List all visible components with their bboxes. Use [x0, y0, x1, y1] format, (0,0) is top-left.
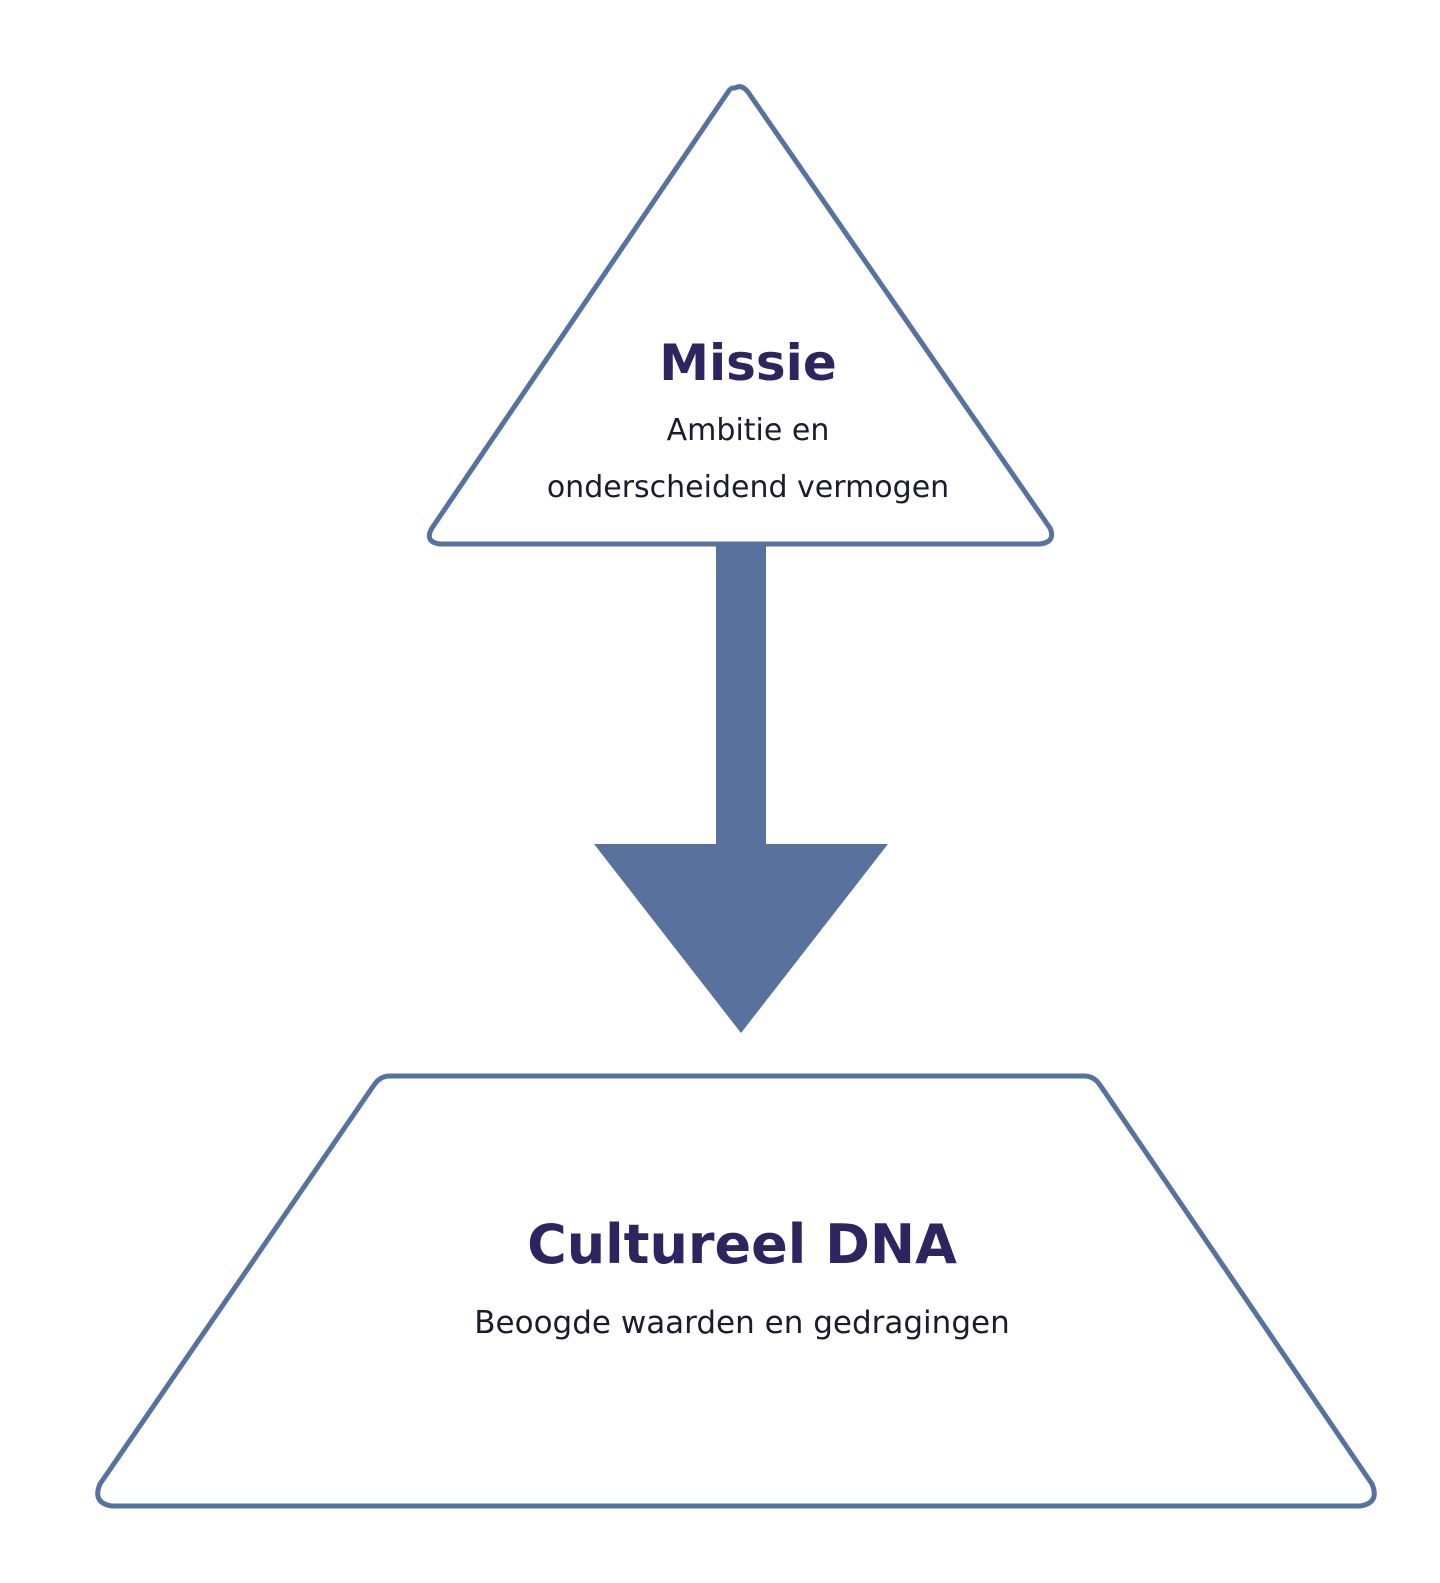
cultureel-dna-subtitle: Beoogde waarden en gedragingen	[474, 1305, 1009, 1341]
arrow-head	[594, 844, 888, 1033]
cultureel-dna-trapezoid-shape	[95, 1073, 1377, 1509]
cultureel-dna-trapezoid: Cultureel DNA Beoogde waarden en gedragi…	[95, 1073, 1377, 1509]
missie-triangle: Missie Ambitie en onderscheidend vermoge…	[426, 84, 1055, 547]
missie-subtitle-line2: onderscheidend vermogen	[547, 470, 949, 505]
cultureel-dna-title: Cultureel DNA	[527, 1213, 957, 1276]
down-arrow-icon	[594, 546, 888, 1033]
missie-triangle-shape	[426, 84, 1055, 547]
missie-subtitle-line1: Ambitie en	[667, 413, 830, 448]
arrow-shaft	[716, 546, 766, 846]
missie-title: Missie	[659, 334, 836, 392]
